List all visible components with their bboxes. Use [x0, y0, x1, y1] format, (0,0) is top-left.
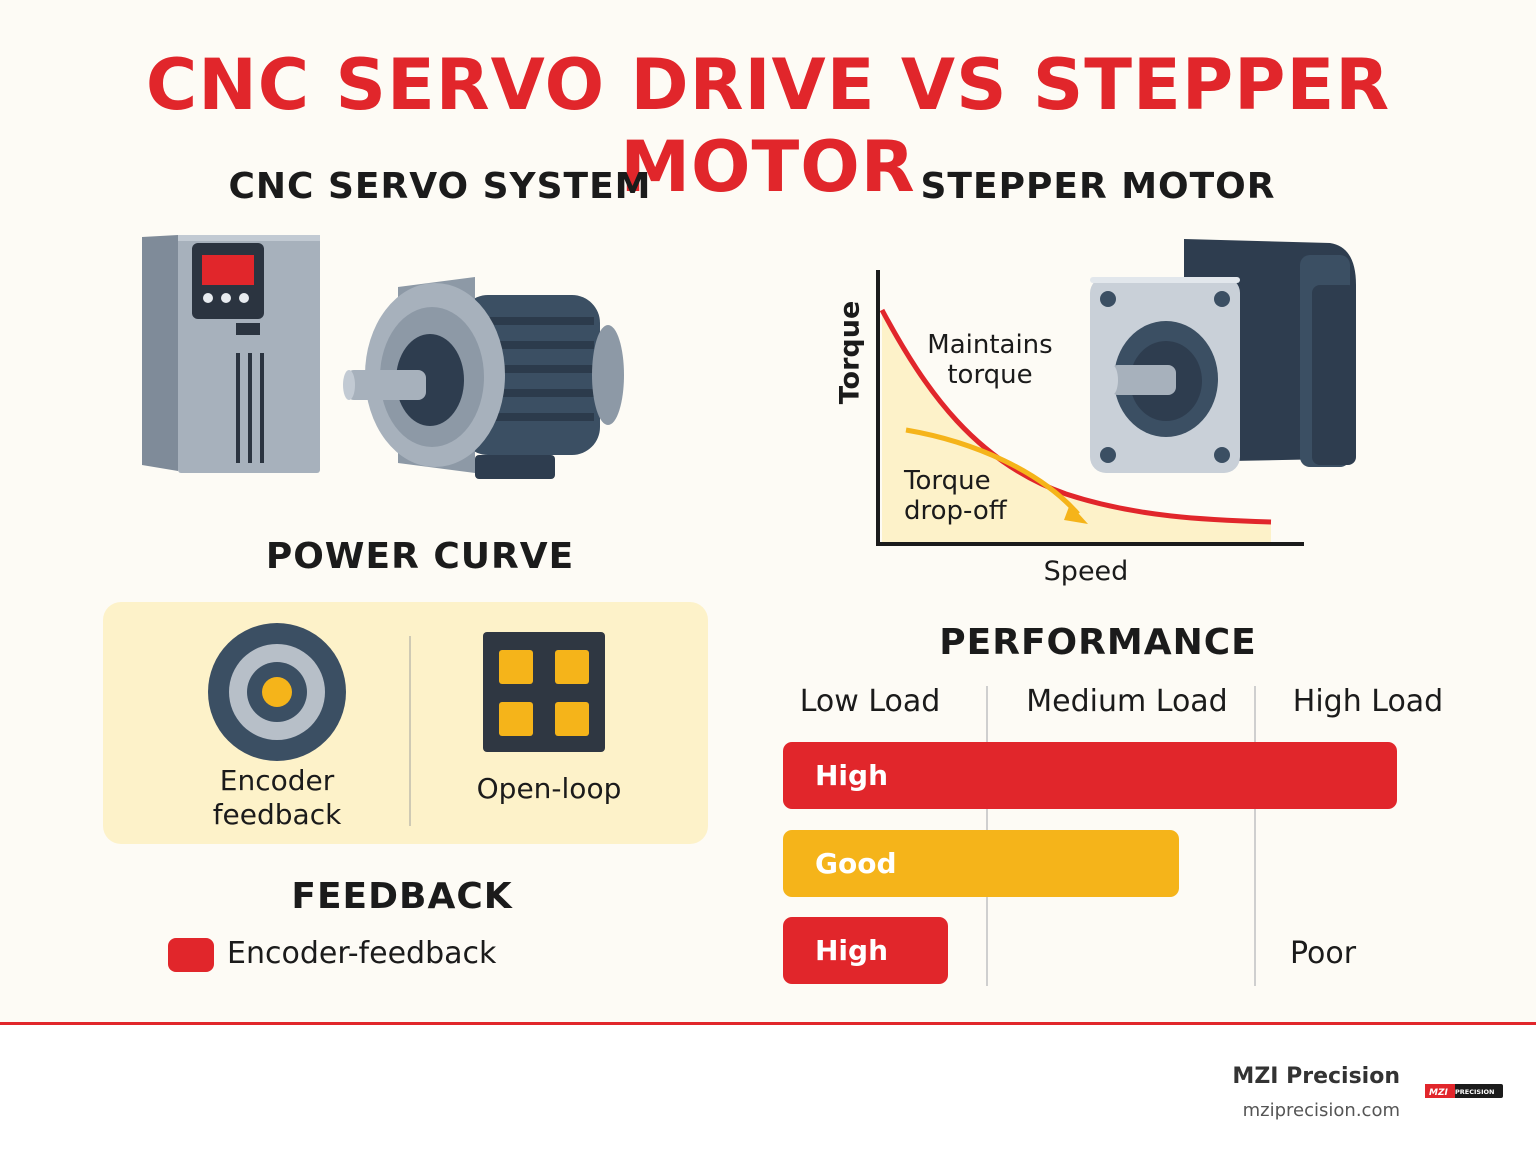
- open-loop-grid-icon: [483, 632, 605, 752]
- encoder-label-line-1: Encoder: [219, 764, 335, 797]
- encoder-target-icon: [208, 623, 346, 761]
- performance-bar-high-high: High: [783, 917, 948, 984]
- encoder-label-line-2: feedback: [212, 798, 342, 831]
- feedback-legend-label: Encoder-feedback: [227, 936, 497, 971]
- maintains-line-1: Maintains: [927, 330, 1053, 360]
- panel-divider: [409, 636, 411, 826]
- footer: [0, 1025, 1536, 1154]
- servo-heading: CNC SERVO SYSTEM: [228, 166, 652, 207]
- stepper-heading: STEPPER MOTOR: [920, 166, 1276, 207]
- poor-label: Poor: [1290, 936, 1357, 971]
- footer-divider: [0, 1022, 1536, 1025]
- speed-axis-label: Speed: [1043, 556, 1129, 587]
- mzi-logo: MZI PRECISION: [1425, 1084, 1503, 1098]
- dropoff-line-1: Torque: [904, 466, 991, 496]
- stepper-motor-icon: [1090, 239, 1356, 473]
- performance-bar-low-high: High: [783, 742, 1397, 809]
- dropoff-arrowhead: [1064, 504, 1088, 524]
- maintains-line-2: torque: [947, 360, 1033, 390]
- servo-drive-icon: [142, 235, 320, 473]
- column-high-load: High Load: [1292, 684, 1444, 719]
- power-curve-panel: Encoder feedback Open-loop: [103, 602, 708, 844]
- torque-axis-label: Torque: [834, 300, 866, 405]
- torque-speed-chart: [876, 270, 1304, 546]
- performance-divider-2: [1254, 686, 1256, 986]
- torque-curve: [879, 308, 1272, 525]
- encoder-label: Encoder feedback: [177, 764, 377, 832]
- servo-illustration: [142, 235, 624, 479]
- svg-text:PRECISION: PRECISION: [1455, 1088, 1494, 1096]
- column-low-load: Low Load: [799, 684, 941, 719]
- footer-url[interactable]: mziprecision.com: [1242, 1100, 1400, 1121]
- page-title: CNC SERVO DRIVE VS STEPPER MOTOR: [145, 44, 1391, 208]
- maintains-torque-label: Maintains torque: [912, 330, 1068, 390]
- feedback-heading: FEEDBACK: [291, 876, 513, 917]
- svg-text:MZI: MZI: [1429, 1088, 1448, 1098]
- open-loop-label: Open-loop: [476, 772, 622, 805]
- torque-dropoff-label: Torque drop-off: [904, 466, 1034, 526]
- dropoff-arrow: [905, 427, 1080, 516]
- column-medium-load: Medium Load: [1026, 684, 1228, 719]
- torque-area: [882, 310, 1271, 544]
- performance-heading: PERFORMANCE: [939, 622, 1257, 663]
- power-curve-heading: POWER CURVE: [265, 536, 575, 577]
- footer-company: MZI Precision: [1232, 1064, 1400, 1089]
- performance-bar-medium-good: Good: [783, 830, 1179, 897]
- servo-motor-icon: [343, 277, 624, 479]
- feedback-legend-swatch: [168, 938, 214, 972]
- dropoff-line-2: drop-off: [904, 496, 1007, 526]
